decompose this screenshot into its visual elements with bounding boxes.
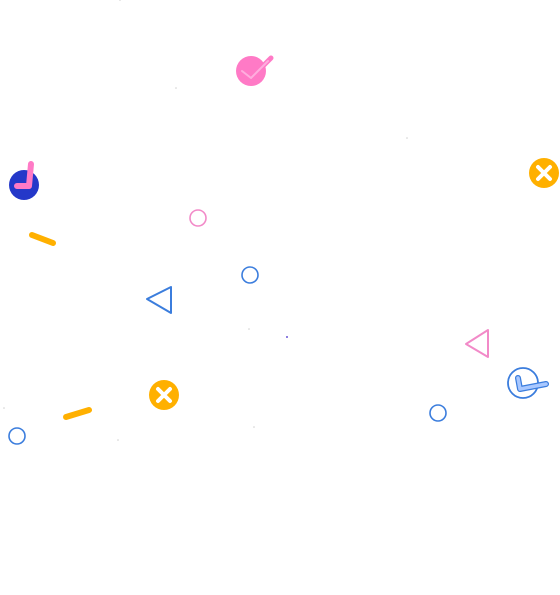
yellow-dash-icon <box>63 407 92 420</box>
blue-circle-check-icon <box>507 367 549 399</box>
blue-circle-outline-icon <box>429 404 447 422</box>
yellow-close-badge-icon <box>529 158 559 188</box>
tiny-speck-icon <box>3 0 408 441</box>
pink-check-icon <box>236 55 274 86</box>
pink-triangle-outline-icon <box>465 329 489 358</box>
blue-circle-outline-icon <box>241 266 259 284</box>
blue-circle-outline-icon <box>8 427 26 445</box>
navy-circle-icon <box>9 161 39 200</box>
yellow-dash-icon <box>29 232 56 246</box>
yellow-close-badge-icon <box>149 380 179 410</box>
pink-circle-outline-icon <box>189 209 207 227</box>
blue-triangle-outline-icon <box>146 286 172 314</box>
